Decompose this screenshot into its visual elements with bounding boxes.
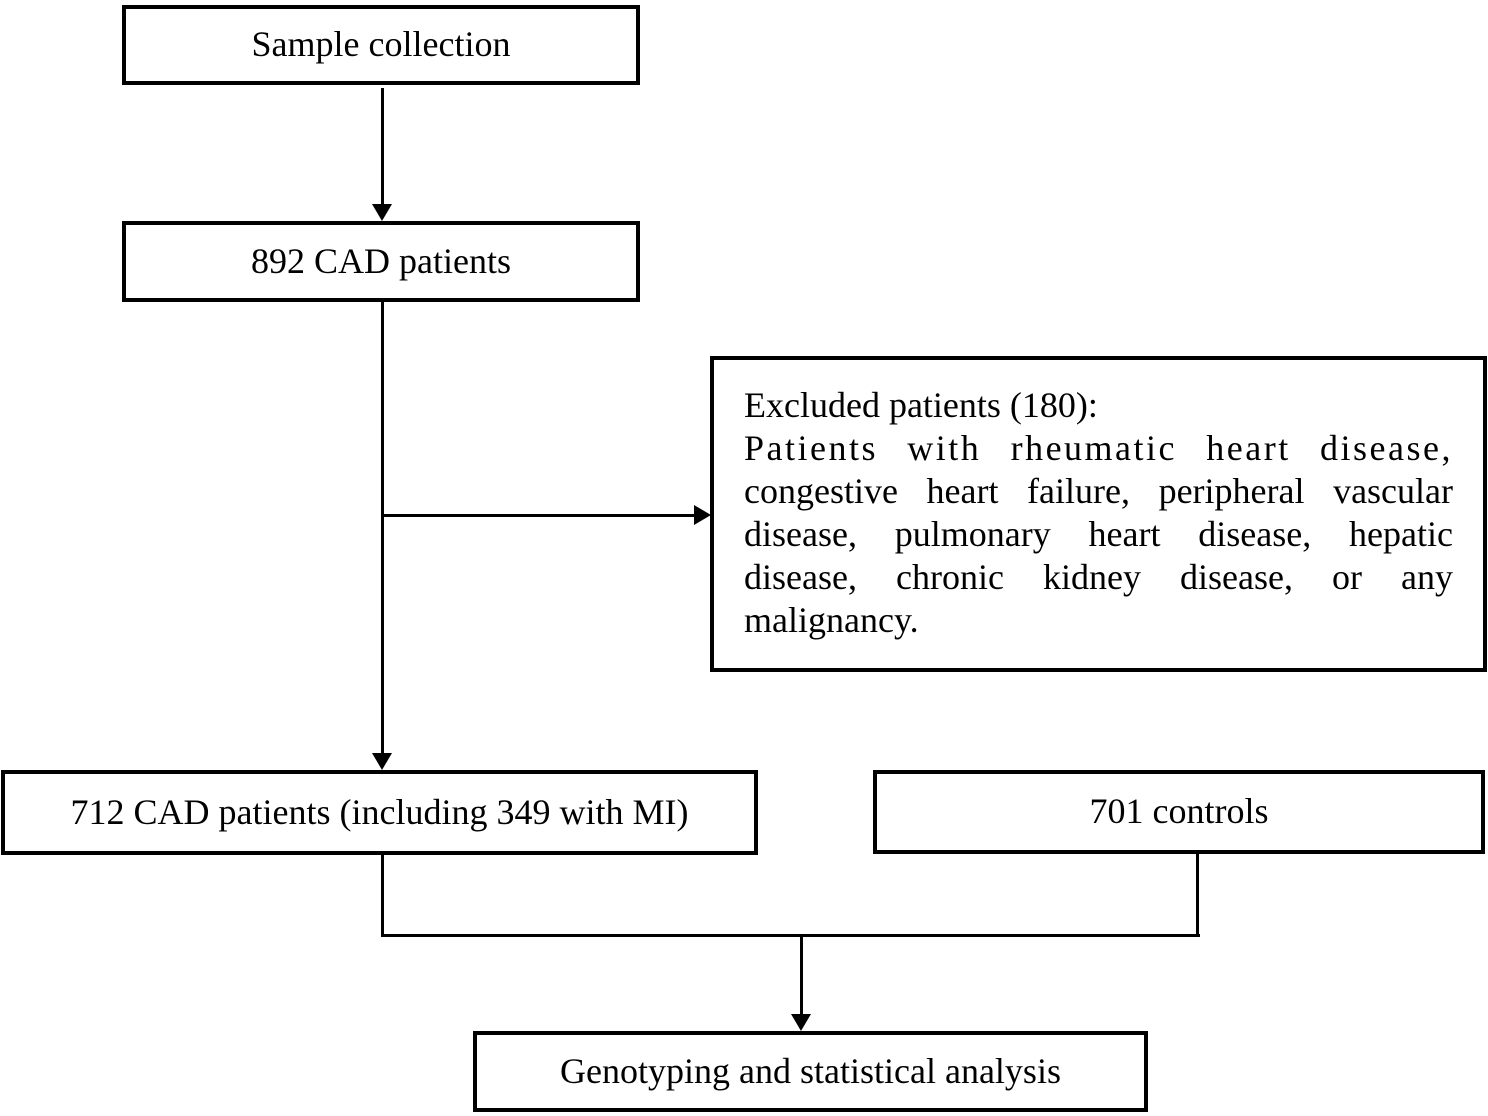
final-cad-patients-label: 712 CAD patients (including 349 with MI): [70, 791, 689, 832]
excluded-text-line: disease, chronic kidney disease, or any: [744, 557, 1453, 597]
final-cad-patients-box: 712 CAD patients (including 349 with MI): [1, 770, 758, 855]
connector-merge-horizontal: [381, 934, 1200, 937]
connector-cad-to-final: [381, 302, 384, 754]
excluded-title-line: Excluded patients (180):: [744, 385, 1098, 425]
excluded-text-line: malignancy.: [744, 600, 919, 640]
controls-box: 701 controls: [873, 770, 1485, 854]
sample-collection-box: Sample collection: [122, 5, 640, 85]
genotyping-label: Genotyping and statistical analysis: [560, 1050, 1061, 1091]
arrowhead-down-icon: [372, 753, 392, 770]
arrowhead-down-icon: [372, 204, 392, 221]
connector-controls-down: [1196, 854, 1199, 937]
connector-sample-to-cad: [381, 88, 384, 206]
excluded-text-line: disease, pulmonary heart disease, hepati…: [744, 514, 1453, 554]
excluded-patients-box: Excluded patients (180): Patients with r…: [710, 356, 1487, 672]
genotyping-box: Genotyping and statistical analysis: [473, 1031, 1148, 1112]
cad-patients-label: 892 CAD patients: [251, 240, 511, 281]
connector-final-down: [381, 855, 384, 937]
excluded-text-line: Patients with rheumatic heart disease,: [744, 428, 1453, 468]
sample-collection-label: Sample collection: [251, 24, 511, 65]
excluded-text-line: congestive heart failure, peripheral vas…: [744, 471, 1453, 511]
arrowhead-down-icon: [791, 1014, 811, 1031]
cad-patients-box: 892 CAD patients: [122, 221, 640, 302]
controls-label: 701 controls: [1089, 791, 1269, 832]
connector-merge-to-genotyping: [800, 937, 803, 1016]
arrowhead-right-icon: [694, 505, 711, 525]
connector-cad-to-excluded: [383, 514, 695, 517]
